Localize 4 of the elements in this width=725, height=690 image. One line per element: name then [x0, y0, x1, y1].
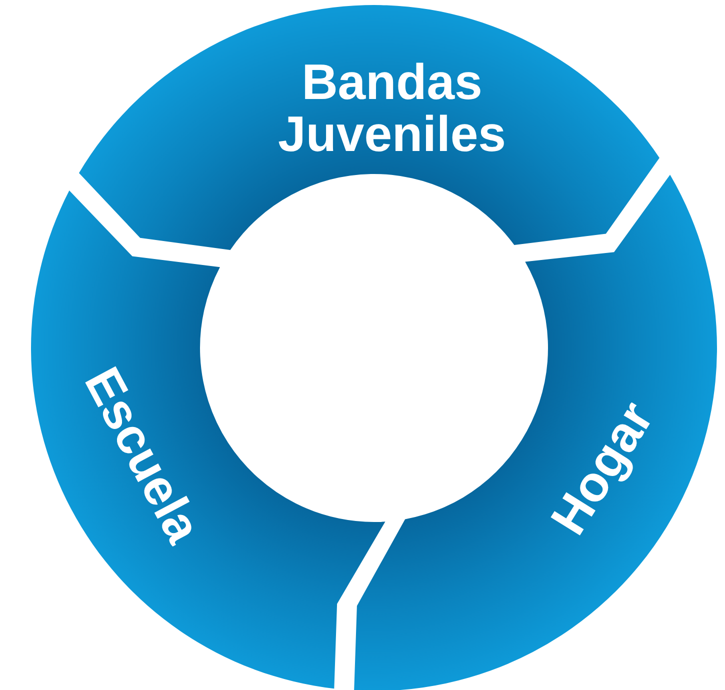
segment-label: Bandas Juveniles — [277, 56, 507, 160]
ring-segment — [78, 5, 660, 250]
ring-segment — [31, 190, 386, 689]
ring-segment — [354, 174, 717, 690]
